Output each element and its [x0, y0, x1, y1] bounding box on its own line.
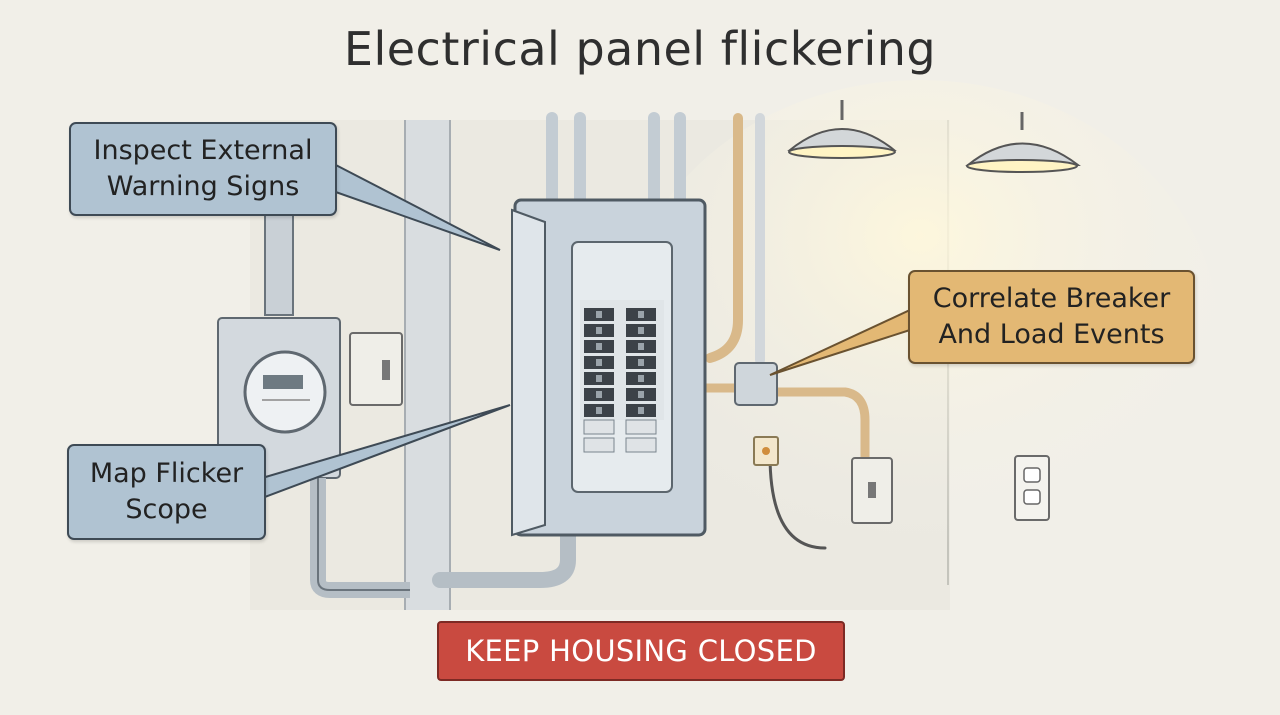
- callout-inspect-external-warning-signs: Inspect External Warning Signs: [69, 122, 337, 216]
- breaker-toggle: [638, 343, 644, 350]
- breaker-toggle: [596, 407, 602, 414]
- electric-meter: [217, 204, 410, 598]
- callout-map-flicker-scope: Map Flicker Scope: [67, 444, 266, 540]
- callout-map-line-1: Map Flicker: [89, 458, 244, 489]
- ceiling-lamp-right: [965, 112, 1081, 173]
- conduits: [432, 112, 870, 588]
- light-switch-right: [851, 457, 893, 524]
- warning-banner: KEEP HOUSING CLOSED: [437, 621, 845, 681]
- junction-box: [734, 362, 778, 406]
- breaker-toggle: [638, 407, 644, 414]
- callout-inspect-line-1: Inspect External: [93, 135, 313, 166]
- breaker-toggle: [596, 359, 602, 366]
- wall-outlet-right: [1014, 455, 1050, 521]
- callout-inspect-line-2: Warning Signs: [106, 171, 300, 202]
- breaker-array: [584, 308, 656, 417]
- breaker-toggle: [596, 343, 602, 350]
- outlet-small: [753, 436, 779, 466]
- breaker-toggle: [596, 311, 602, 318]
- callout-pointers: [261, 160, 911, 500]
- breaker-toggle: [638, 311, 644, 318]
- breaker-toggle: [596, 375, 602, 382]
- callout-map-line-2: Scope: [125, 494, 208, 525]
- ceiling-lamp-left: [787, 100, 897, 159]
- light-switch-left: [349, 332, 403, 406]
- breaker-toggle: [638, 391, 644, 398]
- electrical-panel: [511, 198, 707, 537]
- breaker-toggle: [638, 327, 644, 334]
- breaker-toggle: [596, 391, 602, 398]
- callout-correlate-line-1: Correlate Breaker: [932, 283, 1171, 314]
- diagram-title: Electrical panel flickering: [343, 22, 937, 76]
- callout-correlate-line-2: And Load Events: [938, 319, 1165, 350]
- callout-correlate-breaker-load-events: Correlate Breaker And Load Events: [908, 270, 1195, 364]
- breaker-toggle: [596, 327, 602, 334]
- breaker-toggle: [638, 359, 644, 366]
- breaker-toggle: [638, 375, 644, 382]
